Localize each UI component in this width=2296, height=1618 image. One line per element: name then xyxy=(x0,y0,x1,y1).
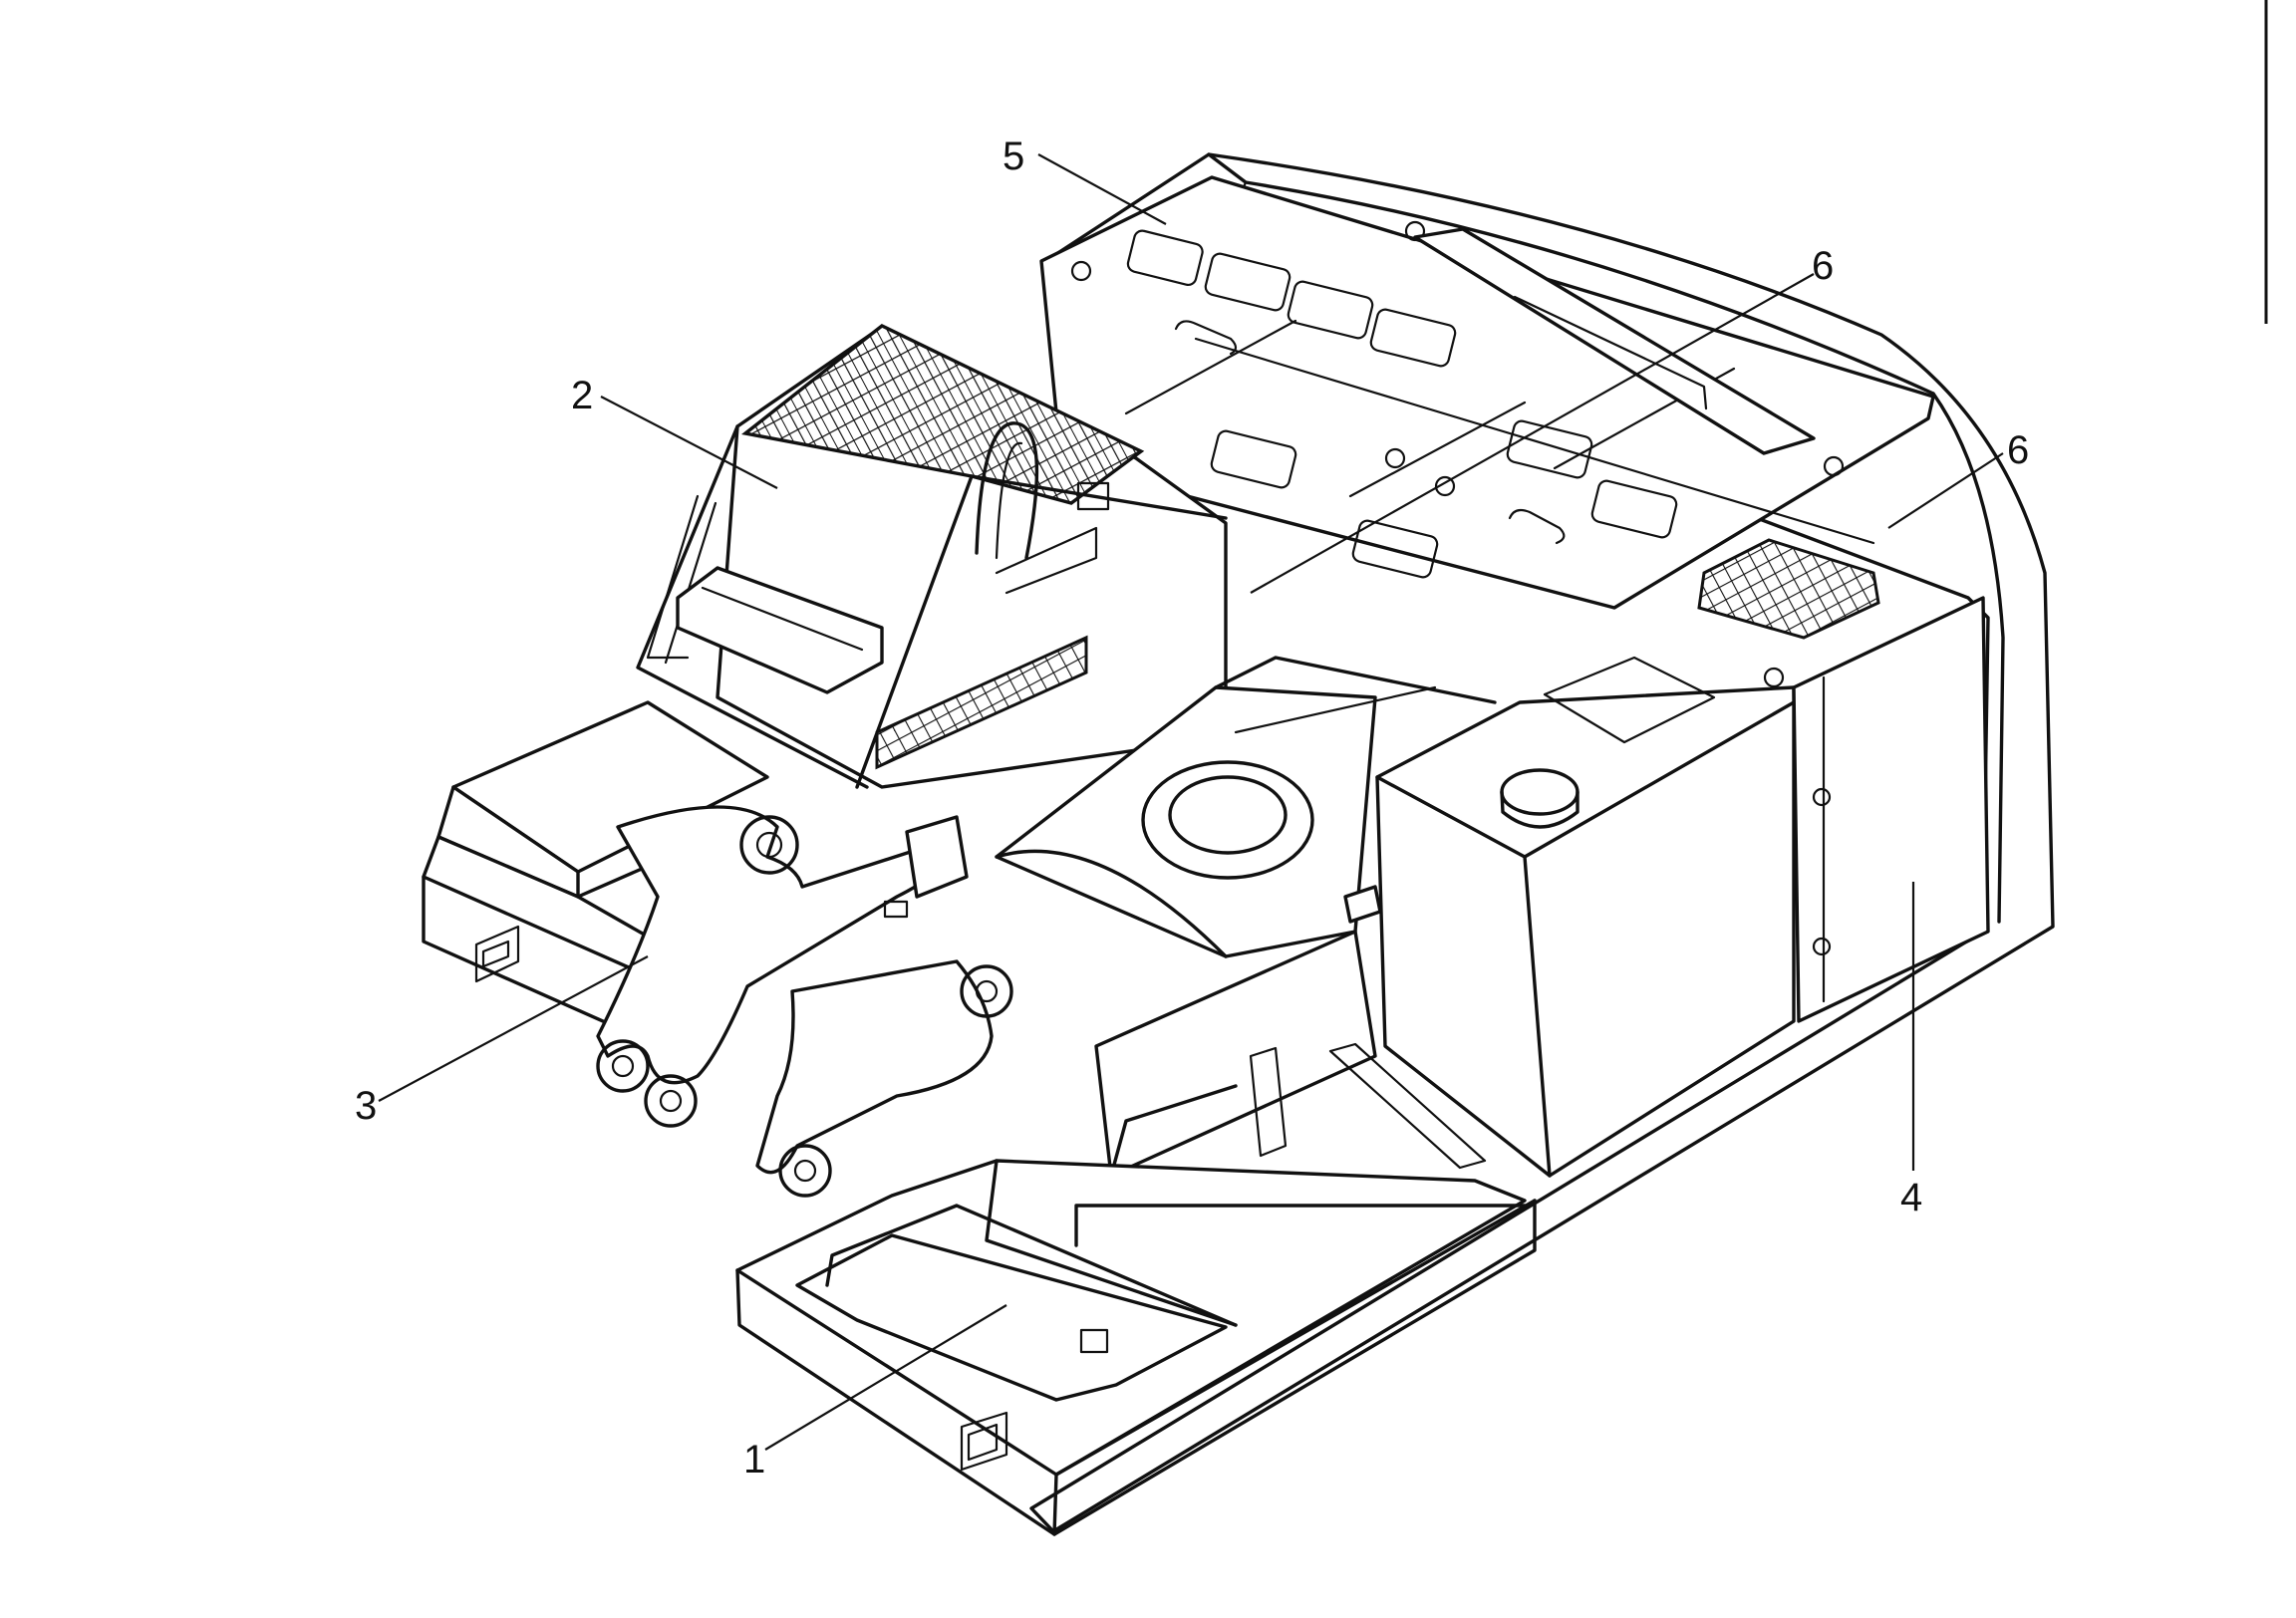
base-frame xyxy=(735,1042,1537,1536)
callout-1: 1 xyxy=(743,1438,765,1482)
leader-lines xyxy=(378,153,2004,1451)
top-cover-panels xyxy=(1039,175,1935,688)
leader-line-1 xyxy=(764,1304,1007,1451)
tank-housing xyxy=(1375,596,1990,1178)
cab-box xyxy=(636,324,1228,789)
callout-6a: 6 xyxy=(1812,244,1834,288)
callout-5: 5 xyxy=(1003,135,1024,178)
leader-line-5 xyxy=(1037,153,1167,225)
boom-foot-brackets xyxy=(596,805,1013,1198)
leader-line-2 xyxy=(600,396,778,489)
main-frame xyxy=(995,656,1497,1178)
leader-line-3 xyxy=(378,955,649,1102)
callout-3: 3 xyxy=(355,1084,377,1128)
leader-line-6a xyxy=(1250,273,1815,594)
callout-4: 4 xyxy=(1900,1176,1922,1219)
callout-6b: 6 xyxy=(2007,428,2029,472)
callout-2: 2 xyxy=(571,374,593,417)
leader-line-6b xyxy=(1887,452,2004,529)
callouts: 1 2 3 4 5 6 6 xyxy=(355,135,2029,1482)
